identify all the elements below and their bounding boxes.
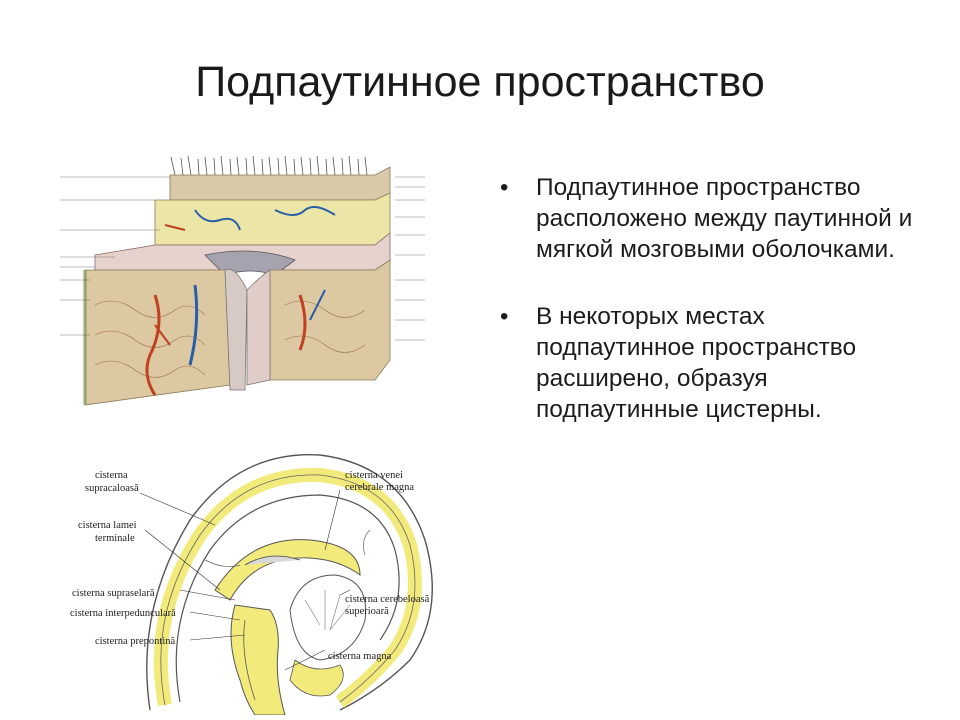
- bullet-dot: •: [500, 303, 509, 330]
- label-cisterna-interpeduncularis: cisterna interpeduncularǎ: [70, 608, 176, 619]
- bullet-list: • Подпаутинное пространство расположено …: [500, 172, 920, 425]
- label-cisterna-cerebeloasa-1: cisterna cerebeloasă: [345, 594, 430, 605]
- label-cisterna-venei-1: cisterna venei: [345, 470, 403, 481]
- label-cisterna-supraselara: cisterna supraselară: [72, 588, 155, 599]
- meninges-illustration: [60, 155, 425, 406]
- bullet-text: Подпаутинное пространство расположено ме…: [536, 174, 913, 263]
- label-cisterna-magna: cisterna magna: [328, 651, 392, 662]
- label-cisterna-supracaloasa-2: supracaloasă: [85, 483, 139, 494]
- slide-title: Подпаутинное пространство: [195, 58, 765, 106]
- bullet-dot: •: [500, 174, 509, 201]
- bullet-text: В некоторых местах подпаутинное простран…: [536, 303, 857, 423]
- bullet-item: • В некоторых местах подпаутинное простр…: [500, 301, 920, 425]
- label-cisterna-cerebeloasa-2: superioară: [345, 606, 389, 617]
- label-cisterna-prepontina: cisterna prepontină: [95, 636, 176, 647]
- label-cisterna-lamei-1: cisterna lamei: [78, 520, 137, 531]
- cisterns-diagram: cisterna supracaloasă cisterna lamei ter…: [70, 453, 433, 715]
- scalp-hair: [170, 155, 368, 176]
- bullet-item: • Подпаутинное пространство расположено …: [500, 172, 920, 265]
- label-cisterna-lamei-2: terminale: [95, 533, 135, 544]
- label-cisterna-venei-2: cerebrale magna: [345, 482, 414, 493]
- label-cisterna-supracaloasa-1: cisterna: [95, 470, 128, 481]
